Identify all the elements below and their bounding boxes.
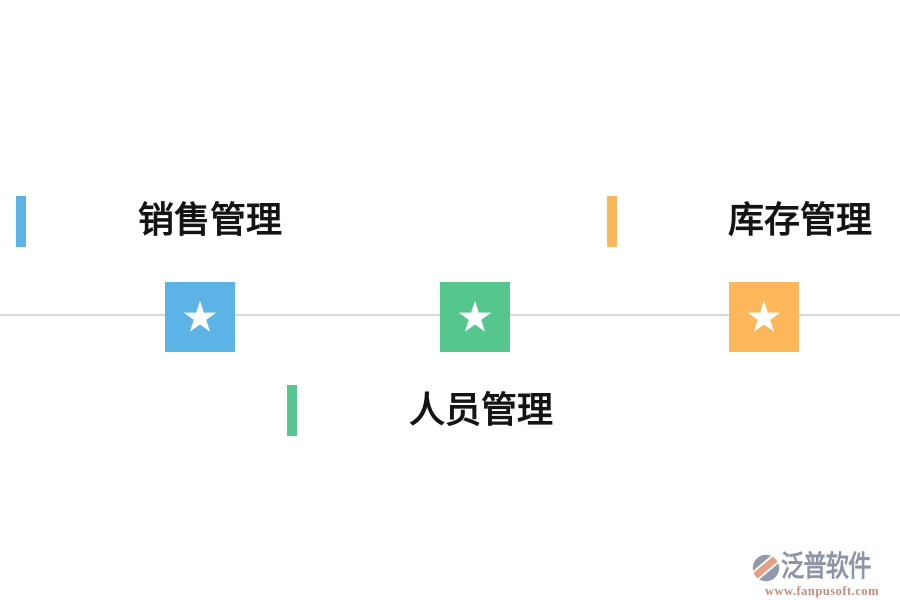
inventory-node: [729, 282, 799, 352]
personnel-accent-bar: [287, 385, 297, 436]
watermark-url-text: www.fanpusoft.com: [764, 584, 880, 598]
inventory-label: 库存管理: [727, 199, 872, 240]
sales-node: [165, 282, 235, 352]
fanpu-logo-icon: [750, 552, 781, 584]
watermark: 泛普软件 www.fanpusoft.com: [750, 551, 893, 598]
personnel-node: [440, 282, 510, 352]
watermark-brand-text: 泛普软件: [780, 551, 871, 583]
personnel-label: 人员管理: [408, 389, 553, 430]
sales-accent-bar: [16, 196, 26, 247]
star-icon: [183, 300, 217, 332]
star-icon: [747, 300, 781, 332]
sales-label: 销售管理: [137, 199, 282, 240]
inventory-accent-bar: [607, 196, 617, 247]
star-icon: [458, 300, 492, 332]
